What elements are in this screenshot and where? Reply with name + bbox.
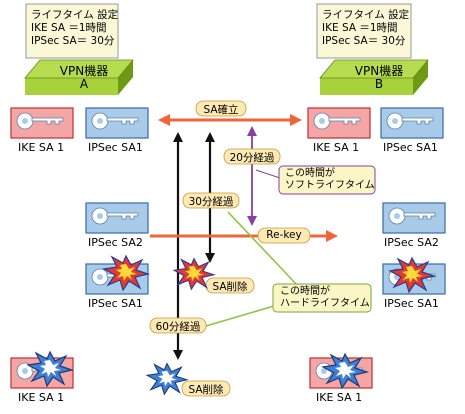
label-ipsec2-right: IPSec SA2	[384, 236, 439, 249]
settings-right-title: ライフタイム 設定	[322, 9, 410, 21]
sa-established-label: SA確立	[203, 104, 239, 116]
pill-rekey	[257, 227, 311, 244]
settings-note-left	[25, 3, 119, 59]
settings-right-ipsec: IPSec SA＝ 30分	[322, 35, 406, 47]
ipsec-sa2-key-left	[85, 202, 149, 234]
label-ipsec-right-top: IPSec SA1	[383, 141, 438, 154]
settings-left: ライフタイム 設定 IKE SA ＝1時間 IPSec SA＝ 30分	[31, 9, 118, 48]
callout-soft-line2: ソフトライフタイム	[285, 180, 375, 191]
label-ipsec1-left-mid: IPSec SA1	[88, 297, 143, 310]
settings-right-ike: IKE SA ＝1時間	[322, 22, 398, 34]
sa-deleted-label-2: SA削除	[188, 384, 224, 396]
vpn-device-left	[24, 59, 134, 95]
label-ike-right-bottom: IKE SA 1	[316, 391, 363, 404]
soft-lifetime-pointer	[255, 169, 281, 179]
ipsec-sa2-key-right	[382, 202, 446, 234]
device-left-name: VPN機器	[59, 64, 109, 78]
timeline-60min-arrow	[173, 132, 183, 360]
rekey-label: Re-key	[266, 229, 302, 241]
vpn-device-right	[319, 59, 429, 95]
settings-note-right	[316, 3, 412, 59]
callout-soft-lifetime	[278, 165, 376, 195]
device-right-id: B	[374, 77, 384, 91]
pill-20min	[223, 148, 281, 165]
settings-left-title: ライフタイム 設定	[31, 9, 119, 21]
callout-hard-lifetime	[272, 283, 372, 313]
ipsec-sa1-key-right-top	[380, 107, 444, 139]
ike-sa1-key-right-top	[307, 107, 371, 139]
callout-hard-line1: この時間が	[280, 286, 330, 297]
ike-sa1-key-left-top	[10, 107, 74, 139]
sa-deleted-label-1: SA削除	[212, 281, 248, 293]
settings-left-ipsec: IPSec SA＝ 30分	[31, 35, 115, 47]
pill-sa-deleted-2	[181, 380, 231, 397]
device-left-id: A	[79, 77, 89, 91]
hard-lifetime-pointers	[205, 211, 299, 327]
twenty-min-label: 20分経過	[229, 152, 275, 164]
thirty-min-label: 30分経過	[188, 196, 234, 208]
pill-30min	[182, 192, 240, 209]
ipsec-sa1-key-left-top	[85, 107, 149, 139]
pill-60min	[149, 317, 207, 334]
callout-soft-text: この時間が ソフトライフタイム	[285, 168, 375, 192]
callout-soft-line1: この時間が	[285, 168, 335, 179]
label-ipsec-left-top: IPSec SA1	[88, 141, 143, 154]
sa-established-arrow	[158, 114, 302, 126]
burst-sa-deleted-2	[146, 363, 188, 395]
settings-right: ライフタイム 設定 IKE SA ＝1時間 IPSec SA＝ 30分	[322, 9, 409, 48]
pill-sa-established	[195, 100, 247, 117]
callout-hard-line2: ハードライフタイム	[280, 298, 370, 309]
label-ike-left-top: IKE SA 1	[18, 141, 65, 154]
label-ipsec2-left: IPSec SA2	[88, 236, 143, 249]
device-right-label: VPN機器 B	[339, 65, 419, 91]
label-ike-left-bottom: IKE SA 1	[18, 391, 65, 404]
callout-hard-text: この時間が ハードライフタイム	[280, 286, 370, 310]
label-ipsec1-right-mid: IPSec SA1	[384, 297, 439, 310]
label-ike-right-top: IKE SA 1	[313, 141, 360, 154]
timeline-20min-arrow	[247, 126, 257, 226]
device-left-label: VPN機器 A	[44, 65, 124, 91]
settings-left-ike: IKE SA ＝1時間	[31, 22, 107, 34]
device-right-name: VPN機器	[354, 64, 404, 78]
sixty-min-label: 60分経過	[155, 321, 201, 333]
